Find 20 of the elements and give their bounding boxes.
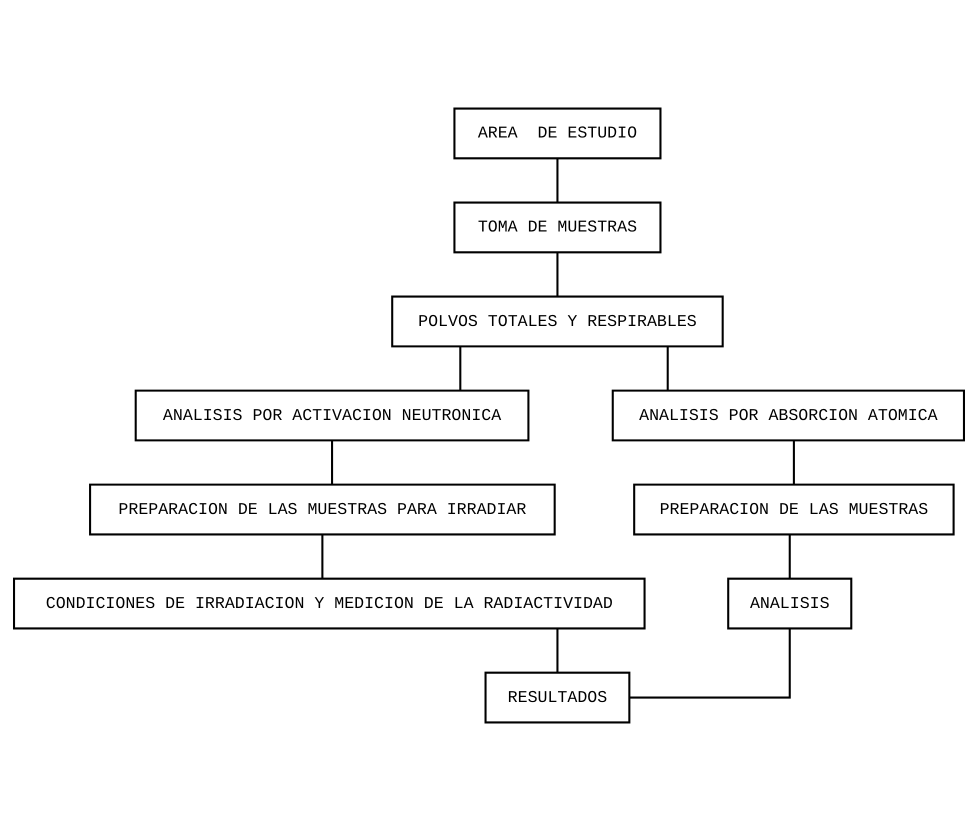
connector xyxy=(556,158,558,202)
node-box: TOMA DE MUESTRAS xyxy=(453,201,662,253)
node-box: PREPARACION DE LAS MUESTRAS PARA IRRADIAR xyxy=(89,483,556,535)
node-box: CONDICIONES DE IRRADIACION Y MEDICION DE LA RADIACTIVIDAD xyxy=(13,577,646,629)
node-box: ANALISIS xyxy=(727,577,852,629)
connector xyxy=(331,440,334,484)
node-box: AREA DE ESTUDIO xyxy=(453,107,662,159)
node-box: RESULTADOS xyxy=(484,671,630,723)
node-box: PREPARACION DE LAS MUESTRAS xyxy=(633,483,955,535)
connector xyxy=(556,252,558,296)
connector xyxy=(459,346,462,390)
node-box: ANALISIS POR ACTIVACION NEUTRONICA xyxy=(134,389,530,441)
connector xyxy=(788,534,791,578)
node-box: POLVOS TOTALES Y RESPIRABLES xyxy=(391,295,724,347)
connector xyxy=(321,534,324,578)
connector xyxy=(792,440,795,484)
connector xyxy=(666,346,669,390)
node-box: ANALISIS POR ABSORCION ATOMICA xyxy=(612,389,965,441)
connector xyxy=(630,628,791,698)
connector xyxy=(556,628,558,672)
